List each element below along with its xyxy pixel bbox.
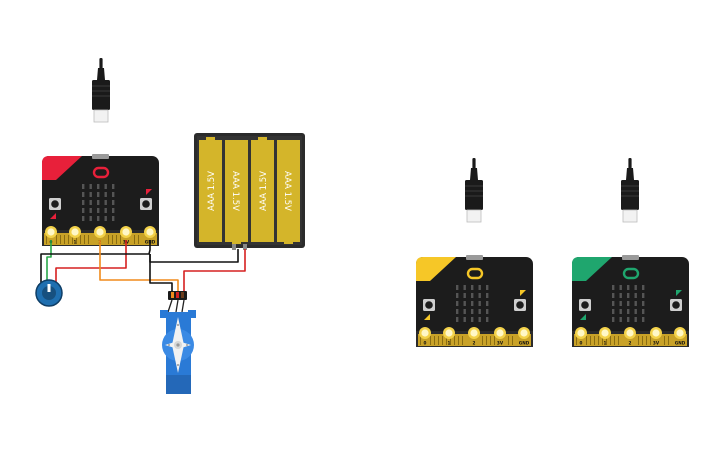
potentiometer-icon[interactable] xyxy=(35,279,63,307)
wire-black xyxy=(149,249,239,263)
microbit-logo-icon xyxy=(92,166,110,179)
button-a[interactable] xyxy=(423,299,435,311)
pin-label: 2 xyxy=(473,341,476,346)
svg-text:AAA 1.5V: AAA 1.5V xyxy=(207,171,217,211)
button-b[interactable] xyxy=(670,299,682,311)
svg-text:AAA 1.5V: AAA 1.5V xyxy=(230,171,240,211)
svg-text:AAA 1.5V: AAA 1.5V xyxy=(259,171,269,211)
pin-label: 0 xyxy=(424,341,427,346)
pin-label: 1 xyxy=(604,341,607,346)
pin-label: 1 xyxy=(74,240,77,245)
wire-red xyxy=(183,249,246,292)
button-a[interactable] xyxy=(49,198,61,210)
wire-orange xyxy=(99,240,179,292)
microbit-board-green[interactable]: 0 1 2 3V GND xyxy=(572,255,689,347)
microbit-logo-icon xyxy=(622,267,640,280)
wire-red xyxy=(55,240,127,285)
microbit-logo-icon xyxy=(466,267,484,280)
pin-label: 3V xyxy=(653,341,660,346)
usb-cable-icon[interactable] xyxy=(464,157,484,223)
wire-black xyxy=(149,254,173,292)
button-a-marker-icon xyxy=(50,213,56,219)
pin-label: 0 xyxy=(580,341,583,346)
usb-cable-icon[interactable] xyxy=(620,157,640,223)
button-a-marker-icon xyxy=(424,314,430,320)
pin-label: 1 xyxy=(448,341,451,346)
pin-label: 2 xyxy=(629,341,632,346)
button-b-marker-icon xyxy=(146,189,152,195)
battery-cell: AAA 1.5V xyxy=(277,140,300,244)
battery-cell: AAA 1.5V xyxy=(199,137,222,242)
board-accent-corner xyxy=(572,257,612,281)
pin-label: 3V xyxy=(497,341,504,346)
button-a[interactable] xyxy=(579,299,591,311)
board-accent-corner xyxy=(42,156,82,180)
wire-black xyxy=(40,240,151,285)
button-b[interactable] xyxy=(514,299,526,311)
battery-cell: AAA 1.5V xyxy=(225,140,248,244)
svg-text:AAA 1.5V: AAA 1.5V xyxy=(282,171,292,211)
button-b[interactable] xyxy=(140,198,152,210)
wire-green xyxy=(46,240,52,285)
servo-icon[interactable] xyxy=(160,291,196,394)
usb-cable-icon[interactable] xyxy=(91,57,111,123)
button-b-marker-icon xyxy=(676,290,682,296)
microbit-board-red[interactable]: 0 1 2 3V GND xyxy=(42,154,159,246)
pin-label: GND xyxy=(519,341,530,346)
button-a-marker-icon xyxy=(580,314,586,320)
board-accent-corner xyxy=(416,257,456,281)
battery-cell: AAA 1.5V xyxy=(251,137,274,242)
button-b-marker-icon xyxy=(520,290,526,296)
wires[interactable] xyxy=(40,240,246,292)
battery-pack[interactable]: AAA 1.5V AAA 1.5V AAA 1.5V AAA 1.5V xyxy=(194,133,305,250)
microbit-board-yellow[interactable]: 0 1 2 3V GND xyxy=(416,255,533,347)
pin-label: GND xyxy=(675,341,686,346)
